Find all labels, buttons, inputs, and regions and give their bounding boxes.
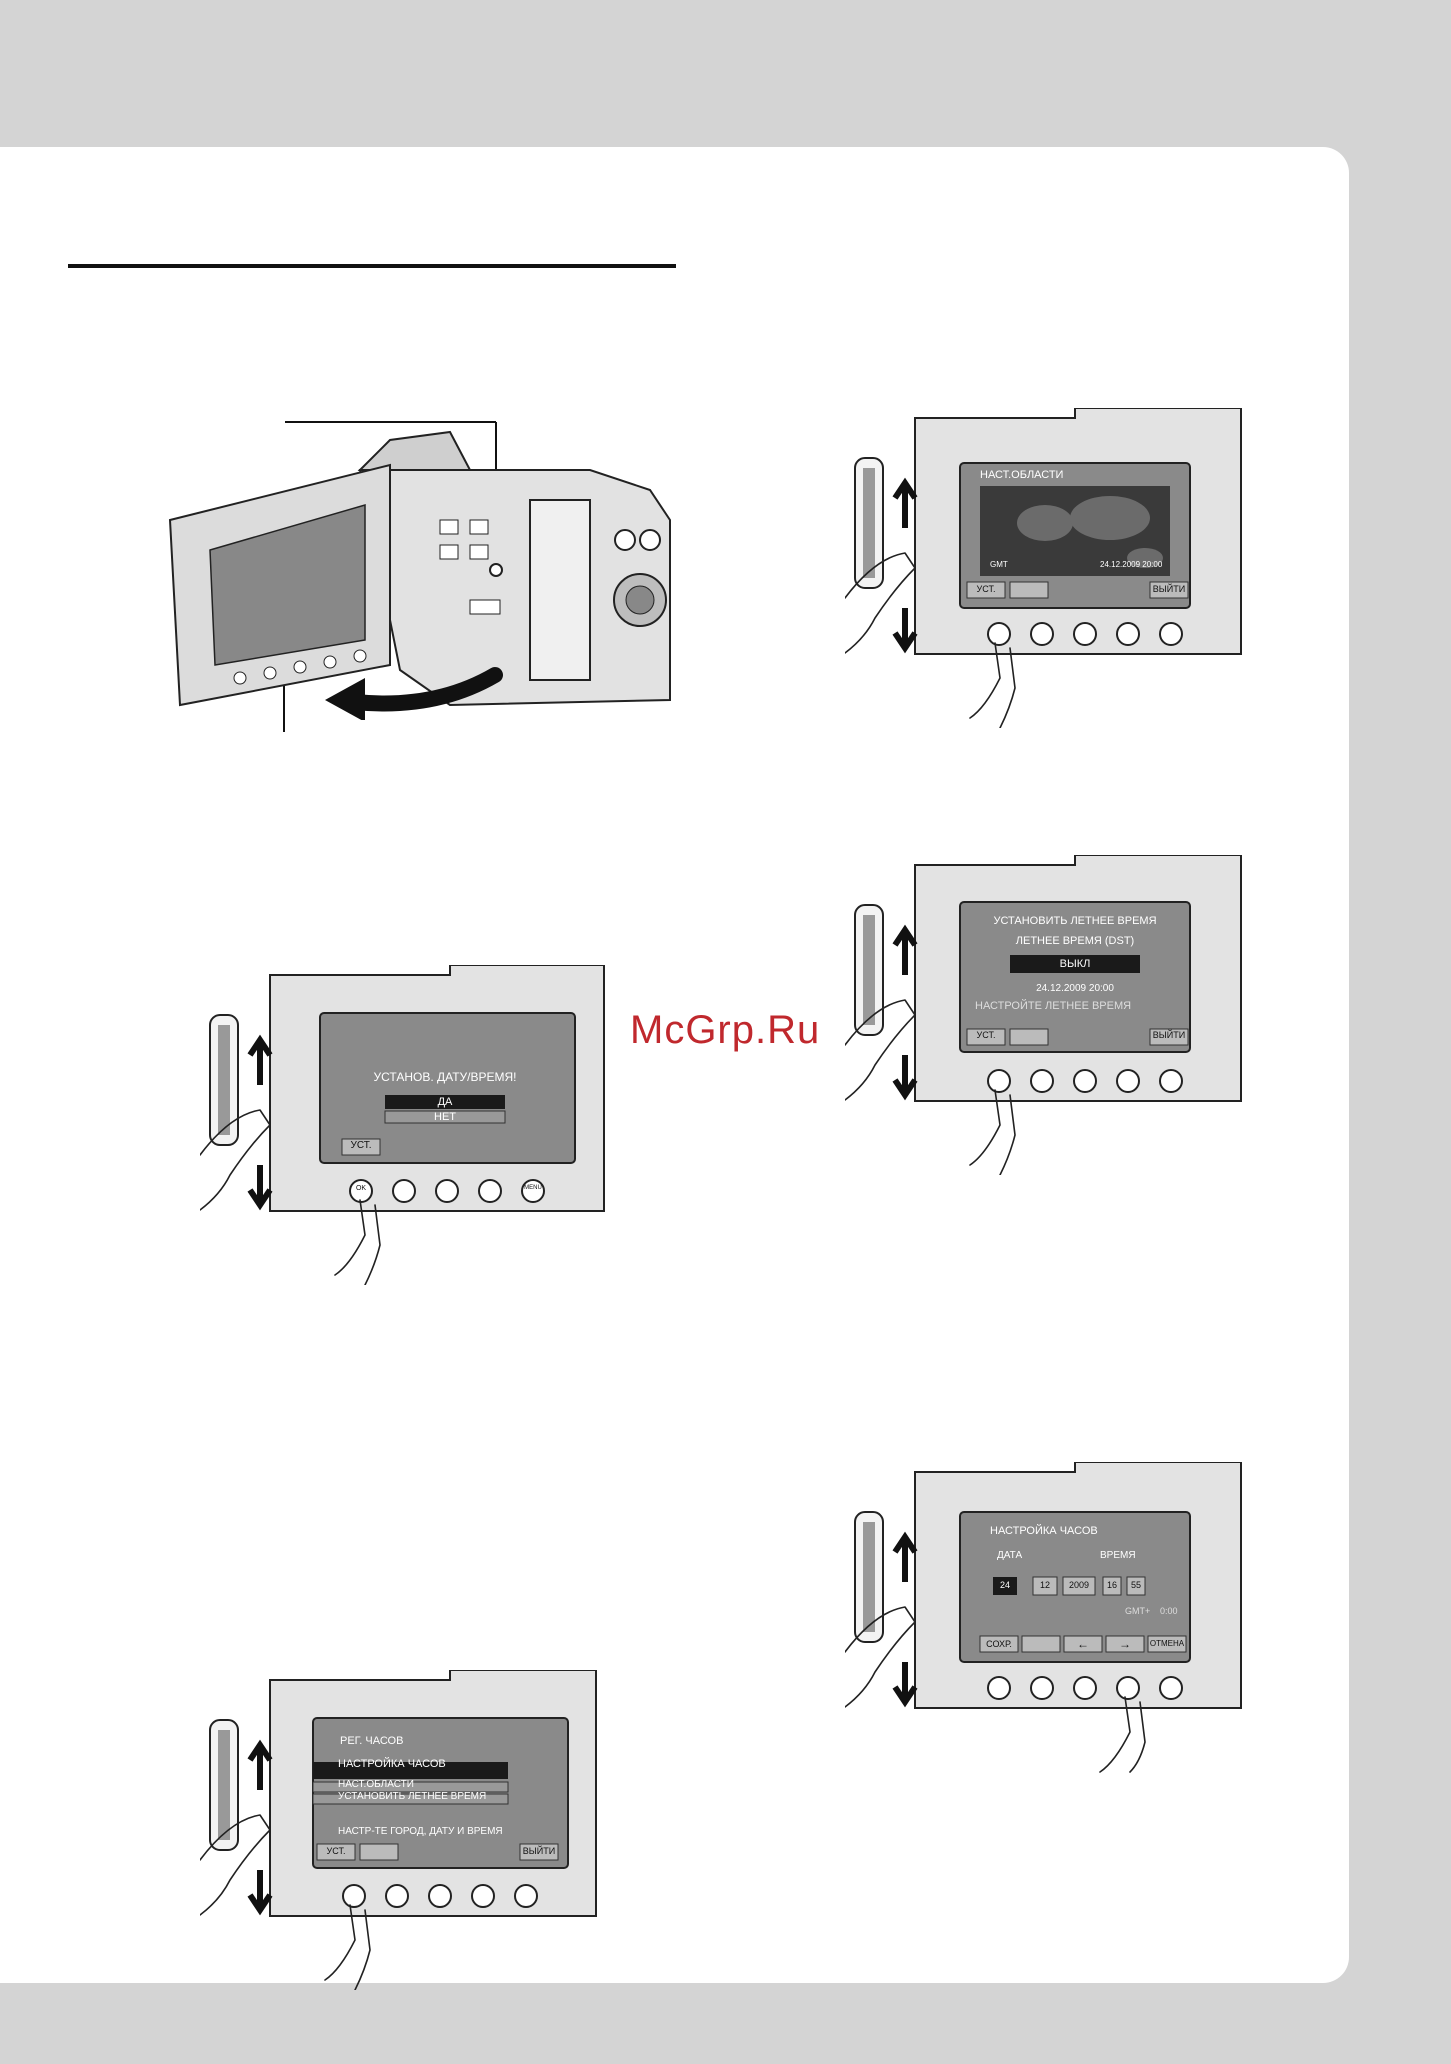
menu-button[interactable]: MENU xyxy=(524,1185,542,1191)
panel-dst xyxy=(845,855,1245,1175)
region-gmt: GMT xyxy=(990,560,1008,569)
dst-title: УСТАНОВИТЬ ЛЕТНЕЕ ВРЕМЯ xyxy=(993,915,1157,927)
menu-item-region[interactable]: НАСТ.ОБЛАСТИ xyxy=(338,1779,414,1790)
watermark: McGrp.Ru xyxy=(630,1008,821,1052)
left-arrow-button[interactable]: ← xyxy=(1077,1637,1089,1651)
gmt-label: GMT+ xyxy=(1125,1606,1151,1616)
year-field[interactable]: 2009 xyxy=(1068,1580,1090,1590)
panel-region xyxy=(845,408,1245,728)
panel-clock-menu xyxy=(200,1670,620,1990)
panel-clock-setup xyxy=(845,1462,1245,1782)
rotate-arrow-icon xyxy=(325,660,505,720)
dst-value[interactable]: ВЫКЛ xyxy=(1059,958,1091,970)
menu-item-clock-setup[interactable]: НАСТРОЙКА ЧАСОВ xyxy=(338,1758,446,1770)
dst-hint: НАСТРОЙТЕ ЛЕТНЕЕ ВРЕМЯ xyxy=(975,1000,1132,1012)
set-button[interactable]: УСТ. xyxy=(976,584,996,594)
panel-set-date-confirm xyxy=(200,965,620,1285)
time-label: ВРЕМЯ xyxy=(1100,1550,1136,1561)
day-field[interactable]: 24 xyxy=(999,1580,1010,1590)
set-button[interactable]: УСТ. xyxy=(976,1030,996,1040)
menu-item-dst[interactable]: УСТАНОВИТЬ ЛЕТНЕЕ ВРЕМЯ xyxy=(338,1791,487,1802)
right-arrow-button[interactable]: → xyxy=(1119,1637,1131,1651)
clock-setup-title: НАСТРОЙКА ЧАСОВ xyxy=(990,1525,1098,1537)
dst-datetime: 24.12.2009 20:00 xyxy=(1036,983,1114,994)
region-title: НАСТ.ОБЛАСТИ xyxy=(980,469,1064,481)
minute-field[interactable]: 55 xyxy=(1130,1580,1141,1590)
gmt-value: 0:00 xyxy=(1160,1606,1178,1616)
set-button[interactable]: УСТ. xyxy=(326,1846,346,1856)
exit-button[interactable]: ВЫЙТИ xyxy=(1152,1030,1186,1040)
month-field[interactable]: 12 xyxy=(1039,1580,1050,1590)
clock-menu-hint: НАСТР-ТЕ ГОРОД, ДАТУ И ВРЕМЯ xyxy=(338,1826,503,1837)
hour-field[interactable]: 16 xyxy=(1106,1580,1117,1590)
region-datetime: 24.12.2009 20:00 xyxy=(1100,560,1163,569)
clock-menu-title: РЕГ. ЧАСОВ xyxy=(340,1735,404,1747)
option-yes[interactable]: ДА xyxy=(437,1096,453,1108)
exit-button[interactable]: ВЫЙТИ xyxy=(522,1846,556,1856)
exit-button[interactable]: ВЫЙТИ xyxy=(1152,584,1186,594)
set-button[interactable]: УСТ. xyxy=(350,1140,372,1151)
cancel-button[interactable]: ОТМЕНА xyxy=(1149,1639,1185,1648)
dst-subtitle: ЛЕТНЕЕ ВРЕМЯ (DST) xyxy=(1015,935,1135,947)
section-rule xyxy=(68,264,676,268)
save-button[interactable]: СОХР. xyxy=(986,1639,1012,1649)
camcorder-illustration xyxy=(150,410,690,740)
date-label: ДАТА xyxy=(997,1550,1023,1561)
ok-button[interactable]: OK xyxy=(355,1185,367,1192)
option-no[interactable]: НЕТ xyxy=(434,1111,456,1123)
confirm-prompt: УСТАНОВ. ДАТУ/ВРЕМЯ! xyxy=(373,1070,517,1084)
